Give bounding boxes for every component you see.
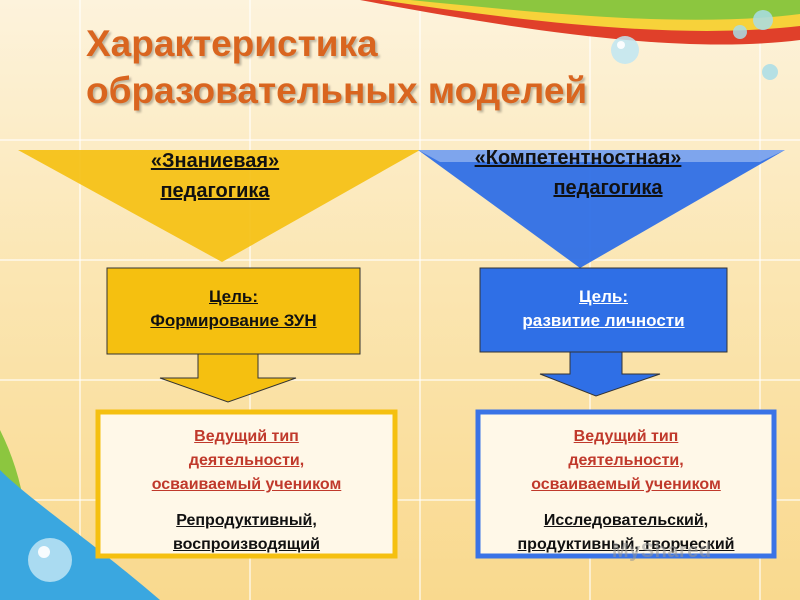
right-activity: Ведущий тип деятельности, осваиваемый уч… [483, 417, 769, 553]
right-goal-text: развитие личности [522, 311, 685, 330]
left-activity: Ведущий тип деятельности, осваиваемый уч… [103, 417, 390, 553]
left-goal-label: Цель: [209, 287, 258, 306]
title-line-2: образовательных моделей [86, 70, 588, 111]
left-type-line-2: воспроизводящий [173, 536, 320, 553]
drop-icons [28, 10, 778, 582]
left-arrow-icon [159, 353, 297, 403]
left-activity-type: Репродуктивный, воспроизводящий [103, 509, 390, 557]
right-pedagogy-label: «Компетентностная» педагогика [428, 143, 728, 203]
right-activity-line-2: деятельности, [568, 452, 684, 469]
right-goal: Цель: развитие личности [480, 268, 727, 352]
watermark: MyShared [612, 540, 712, 562]
left-pedagogy-word: педагогика [160, 180, 270, 202]
right-activity-line-3: осваиваемый учеником [531, 476, 721, 493]
right-activity-heading: Ведущий тип деятельности, осваиваемый уч… [483, 425, 769, 497]
title-line-1: Характеристика [86, 23, 378, 64]
right-activity-line-1: Ведущий тип [573, 428, 679, 445]
left-activity-line-3: осваиваемый учеником [151, 476, 342, 493]
left-pedagogy-name: «Знаниевая» [150, 150, 280, 172]
left-activity-line-2: деятельности, [188, 452, 305, 469]
left-activity-heading: Ведущий тип деятельности, осваиваемый уч… [103, 425, 390, 497]
right-goal-label: Цель: [579, 287, 628, 306]
page-title: Характеристика образовательных моделей [86, 20, 587, 114]
left-goal-text: Формирование ЗУН [150, 311, 317, 330]
left-goal: Цель: Формирование ЗУН [107, 268, 360, 354]
left-goal-box [106, 267, 361, 355]
left-activity-line-1: Ведущий тип [194, 428, 299, 445]
right-pedagogy-word: педагогика [553, 177, 663, 199]
right-type-line-2: продуктивный, творческий [517, 536, 735, 553]
right-activity-type: Исследовательский, продуктивный, творчес… [483, 509, 769, 557]
right-pedagogy-name: «Компетентностная» [474, 147, 682, 169]
right-funnel-shape [418, 150, 785, 268]
right-type-line-1: Исследовательский, [543, 512, 709, 529]
right-arrow-icon [539, 351, 661, 397]
swoosh-green [410, 0, 800, 20]
right-activity-frame [475, 409, 777, 559]
left-type-line-1: Репродуктивный, [176, 512, 317, 529]
left-funnel-shape [18, 150, 420, 262]
left-pedagogy-label: «Знаниевая» педагогика [90, 146, 340, 206]
left-activity-frame [95, 409, 398, 559]
